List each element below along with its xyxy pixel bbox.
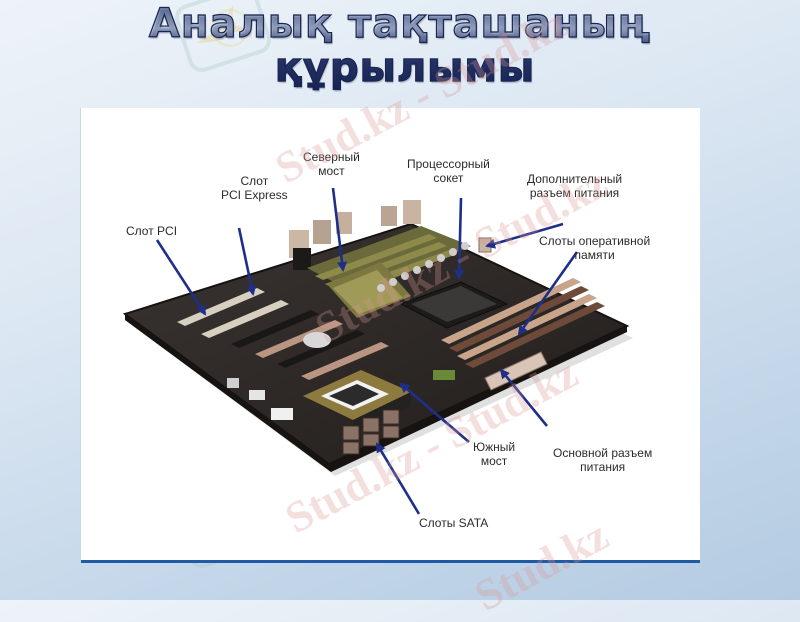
cpu-socket [377, 242, 509, 329]
sata-ports [342, 409, 400, 455]
motherboard-illustration [122, 187, 633, 515]
label-pcie-slot: Слот PCI Express [221, 174, 288, 202]
label-text: Северный [303, 150, 360, 164]
label-text: Слот [240, 174, 269, 188]
label-text: Слот PCI [126, 224, 178, 238]
callout-arrows [155, 187, 579, 515]
label-text: PCI Express [221, 188, 288, 202]
label-text: Основной разъем [553, 446, 653, 460]
label-text: Дополнительный [527, 172, 623, 186]
label-text: сокет [433, 171, 464, 185]
label-ram-slots: Слоты оперативной памяти [539, 234, 650, 262]
motherboard-diagram-panel: Слот PCI Слот PCI Express Северный мост … [81, 108, 700, 563]
label-text: питания [580, 460, 626, 474]
label-southbridge: Южный мост [473, 440, 515, 468]
expansion-slots [177, 288, 389, 380]
label-text: разъем питания [529, 186, 620, 200]
label-northbridge: Северный мост [303, 150, 360, 178]
main-power-connector [484, 351, 548, 391]
label-text: Процессорный [407, 157, 490, 171]
label-text: Южный [473, 440, 516, 454]
watermark-logo-icon [171, 0, 275, 76]
label-aux-power: Дополнительный разъем питания [527, 172, 622, 200]
title-line-2: құрылымы [274, 45, 536, 91]
label-pci-slot: Слот PCI [126, 224, 177, 238]
title-line-1: Аналық тақташаның [148, 1, 652, 47]
label-sata-slots: Слоты SATA [419, 516, 488, 530]
label-text: мост [480, 454, 508, 468]
label-cpu-socket: Процессорный сокет [407, 157, 490, 185]
label-text: Слоты оперативной [539, 234, 651, 248]
label-text: Слоты SATA [419, 516, 489, 530]
slide-title: Аналық тақташаның құрылымы [0, 1, 800, 91]
label-text: мост [318, 164, 345, 178]
label-text: памяти [574, 248, 615, 262]
northbridge-heatsink [307, 226, 471, 318]
label-main-power: Основной разъем питания [553, 446, 652, 474]
